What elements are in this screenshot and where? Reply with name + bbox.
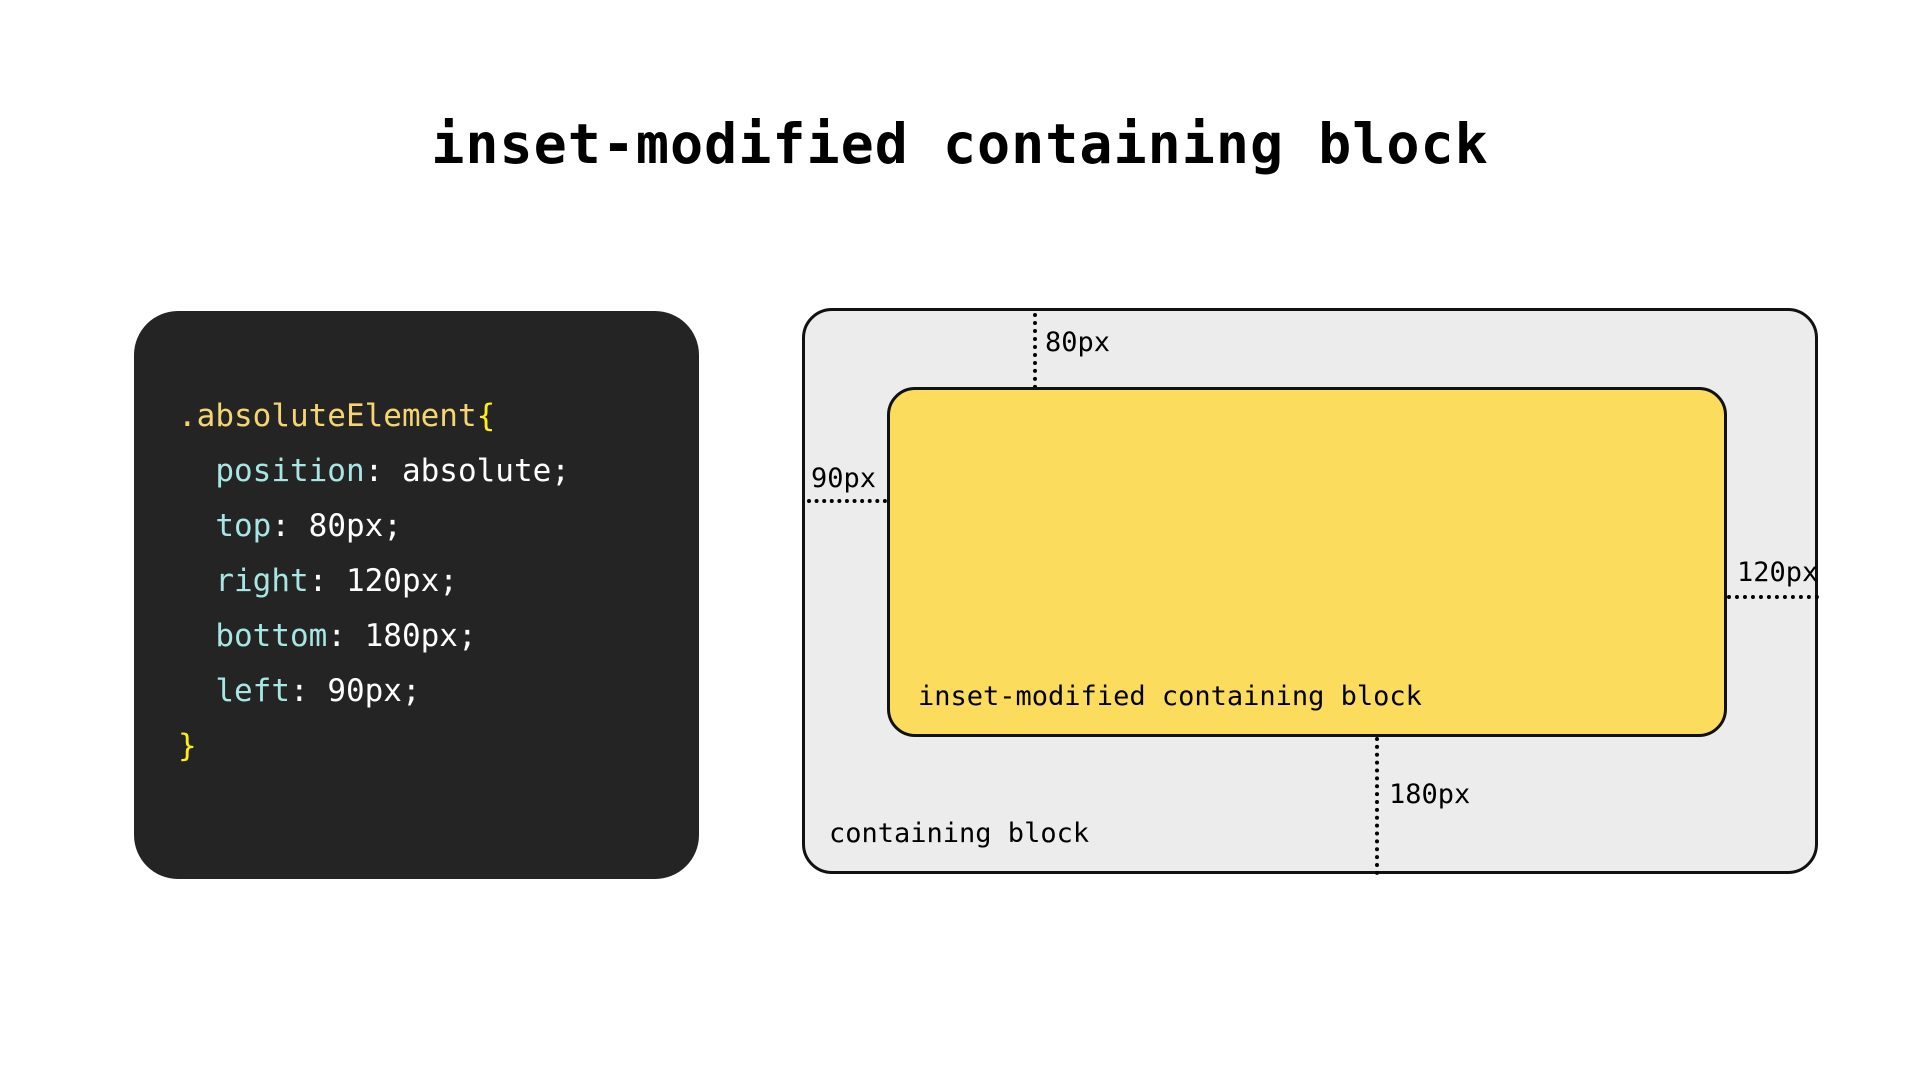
guide-label-bottom: 180px [1389, 779, 1471, 810]
code-line-top: top: 80px; [178, 499, 699, 554]
css-property-top: top [215, 508, 272, 544]
code-line-close: } [178, 719, 699, 774]
containing-block-label: containing block [829, 818, 1090, 849]
css-close-brace: } [178, 728, 197, 764]
css-value-position: absolute; [401, 453, 570, 489]
page-title: inset-modified containing block [431, 112, 1489, 176]
guide-label-top: 80px [1045, 327, 1111, 358]
css-value-top: 80px; [308, 508, 402, 544]
css-separator: : [327, 618, 365, 654]
css-property-left: left [215, 673, 290, 709]
guide-line-top [1033, 313, 1037, 389]
css-selector: .absoluteElement [178, 398, 477, 434]
guide-label-left: 90px [811, 463, 877, 494]
guide-line-left [807, 499, 887, 503]
code-line-selector: .absoluteElement{ [178, 389, 699, 444]
css-property-bottom: bottom [215, 618, 328, 654]
guide-line-right [1727, 595, 1819, 599]
containing-block-box: containing block 80px 90px 120px 180px i… [802, 308, 1819, 875]
css-value-left: 90px; [327, 673, 421, 709]
inset-modified-containing-block-label: inset-modified containing block [918, 681, 1422, 712]
guide-label-right: 120px [1737, 557, 1819, 588]
code-line-left: left: 90px; [178, 664, 699, 719]
css-property-position: position [215, 453, 365, 489]
css-property-right: right [215, 563, 309, 599]
inset-modified-containing-block-box: inset-modified containing block [887, 387, 1727, 737]
code-line-bottom: bottom: 180px; [178, 609, 699, 664]
css-value-right: 120px; [345, 563, 458, 599]
code-line-position: position: absolute; [178, 444, 699, 499]
css-separator: : [364, 453, 402, 489]
css-open-brace: { [476, 398, 496, 434]
diagram: containing block 80px 90px 120px 180px i… [802, 308, 1819, 875]
css-separator: : [308, 563, 346, 599]
css-value-bottom: 180px; [364, 618, 477, 654]
css-separator: : [289, 673, 328, 709]
code-panel: .absoluteElement{ position: absolute; to… [134, 311, 699, 879]
css-separator: : [271, 508, 309, 544]
code-line-right: right: 120px; [178, 554, 699, 609]
guide-line-bottom [1375, 737, 1379, 875]
